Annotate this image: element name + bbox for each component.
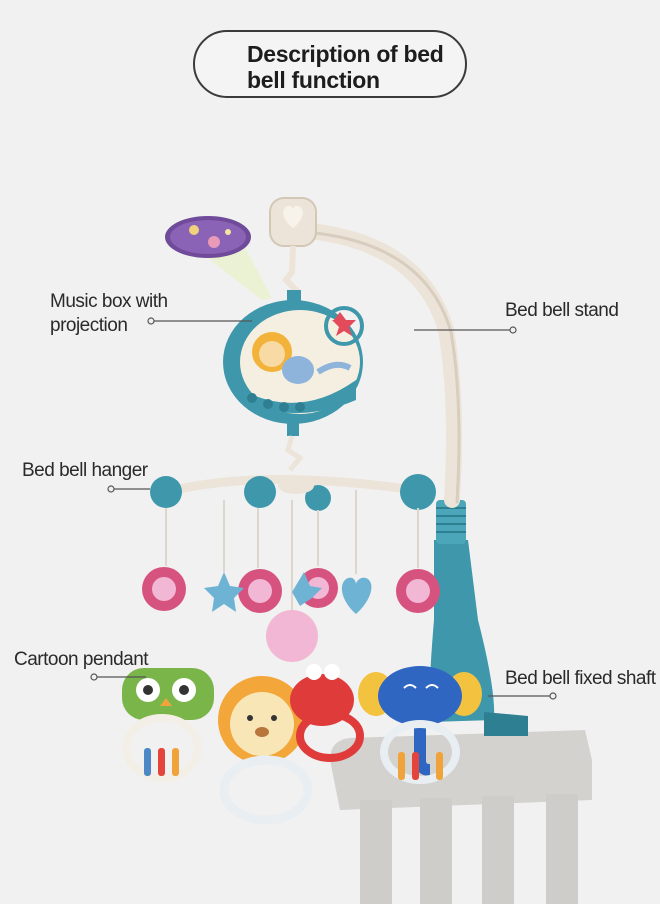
title-box: Description of bed bell function bbox=[193, 30, 467, 98]
label-music-box-line1: Music box with bbox=[50, 291, 168, 312]
music-box bbox=[223, 290, 364, 436]
label-bed-bell-stand: Bed bell stand bbox=[505, 300, 619, 321]
label-bed-bell-fixed-shaft: Bed bell fixed shaft bbox=[505, 668, 656, 689]
label-music-box-line2: projection bbox=[50, 315, 128, 336]
heart-hook bbox=[269, 197, 317, 295]
bed-bell-hanger bbox=[150, 435, 436, 511]
label-music-box: Music box with projection bbox=[50, 290, 168, 338]
flower-charms bbox=[142, 567, 440, 662]
crib-rail bbox=[330, 730, 592, 904]
label-cartoon-pendant: Cartoon pendant bbox=[14, 649, 149, 670]
pendant-strings bbox=[165, 490, 419, 612]
leader-lines bbox=[90, 317, 557, 700]
cartoon-pendants bbox=[122, 664, 482, 825]
label-bed-bell-hanger: Bed bell hanger bbox=[22, 460, 148, 481]
projection-disc bbox=[165, 216, 272, 300]
page-title: Description of bed bell function bbox=[247, 41, 444, 93]
